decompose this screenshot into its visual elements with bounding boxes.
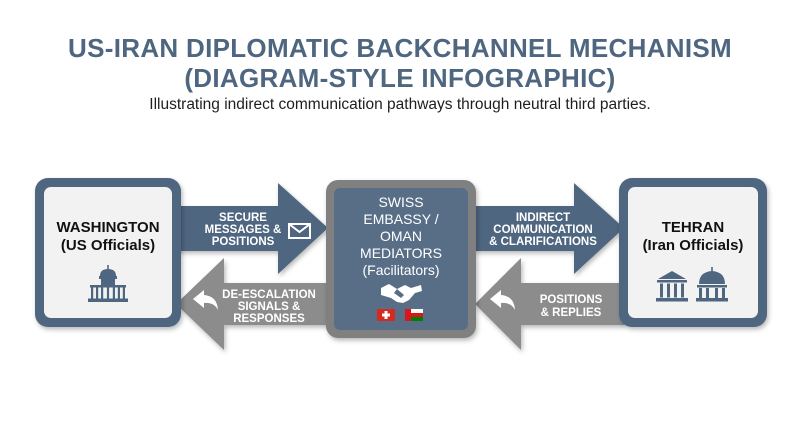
arrow-label-line: INDIRECT: [516, 212, 570, 224]
mediator-line: EMBASSY /: [363, 211, 438, 227]
tehran-title: TEHRAN: [662, 219, 725, 236]
washington-subtitle: (US Officials): [61, 237, 155, 254]
capitol-icon: [88, 265, 128, 302]
mediator-line: SWISS: [378, 194, 423, 210]
arrow-label-line: POSITIONS: [212, 236, 275, 248]
handshake-icon: [381, 284, 422, 303]
arrow-washington-to-mediator: SECURE MESSAGES & POSITIONS: [174, 183, 328, 274]
arrow-label-line: DE-ESCALATION: [222, 289, 316, 301]
mediator-line: MEDIATORS: [360, 245, 442, 261]
arrow-label-line: SIGNALS &: [238, 301, 301, 313]
title-line-1: US-IRAN DIPLOMATIC BACKCHANNEL MECHANISM: [68, 33, 732, 63]
mediator-line: (Facilitators): [362, 262, 439, 278]
arrow-mediator-to-tehran: INDIRECT COMMUNICATION & CLARIFICATIONS: [474, 183, 624, 274]
arrow-label-line: MESSAGES &: [205, 224, 282, 236]
arrow-label-line: & CLARIFICATIONS: [489, 236, 597, 248]
washington-title: WASHINGTON: [56, 219, 159, 236]
subtitle: Illustrating indirect communication path…: [149, 96, 651, 113]
oman-flag-icon: [405, 309, 423, 321]
mediator-node: SWISS EMBASSY / OMAN MEDIATORS (Facilita…: [326, 180, 476, 338]
arrow-label-line: POSITIONS: [540, 294, 603, 306]
washington-node: WASHINGTON (US Officials): [35, 178, 181, 327]
reply-icon: [490, 290, 515, 310]
mosque-dome-icon: [696, 267, 728, 302]
government-building-icon: [656, 271, 688, 302]
mediator-line: OMAN: [380, 228, 422, 244]
reply-icon: [193, 290, 218, 310]
arrow-label-line: RESPONSES: [233, 313, 305, 325]
tehran-subtitle: (Iran Officials): [643, 237, 744, 254]
arrow-label-line: & REPLIES: [541, 307, 602, 319]
swiss-flag-icon: [377, 309, 395, 321]
tehran-node: TEHRAN (Iran Officials): [619, 178, 767, 327]
arrow-label-line: COMMUNICATION: [493, 224, 592, 236]
title-line-2: (DIAGRAM-STYLE INFOGRAPHIC): [184, 63, 616, 93]
arrow-label-line: SECURE: [219, 212, 267, 224]
arrow-mediator-to-washington: DE-ESCALATION SIGNALS & RESPONSES: [176, 258, 330, 350]
envelope-icon: [288, 223, 311, 239]
arrow-tehran-to-mediator: POSITIONS & REPLIES: [475, 258, 624, 350]
